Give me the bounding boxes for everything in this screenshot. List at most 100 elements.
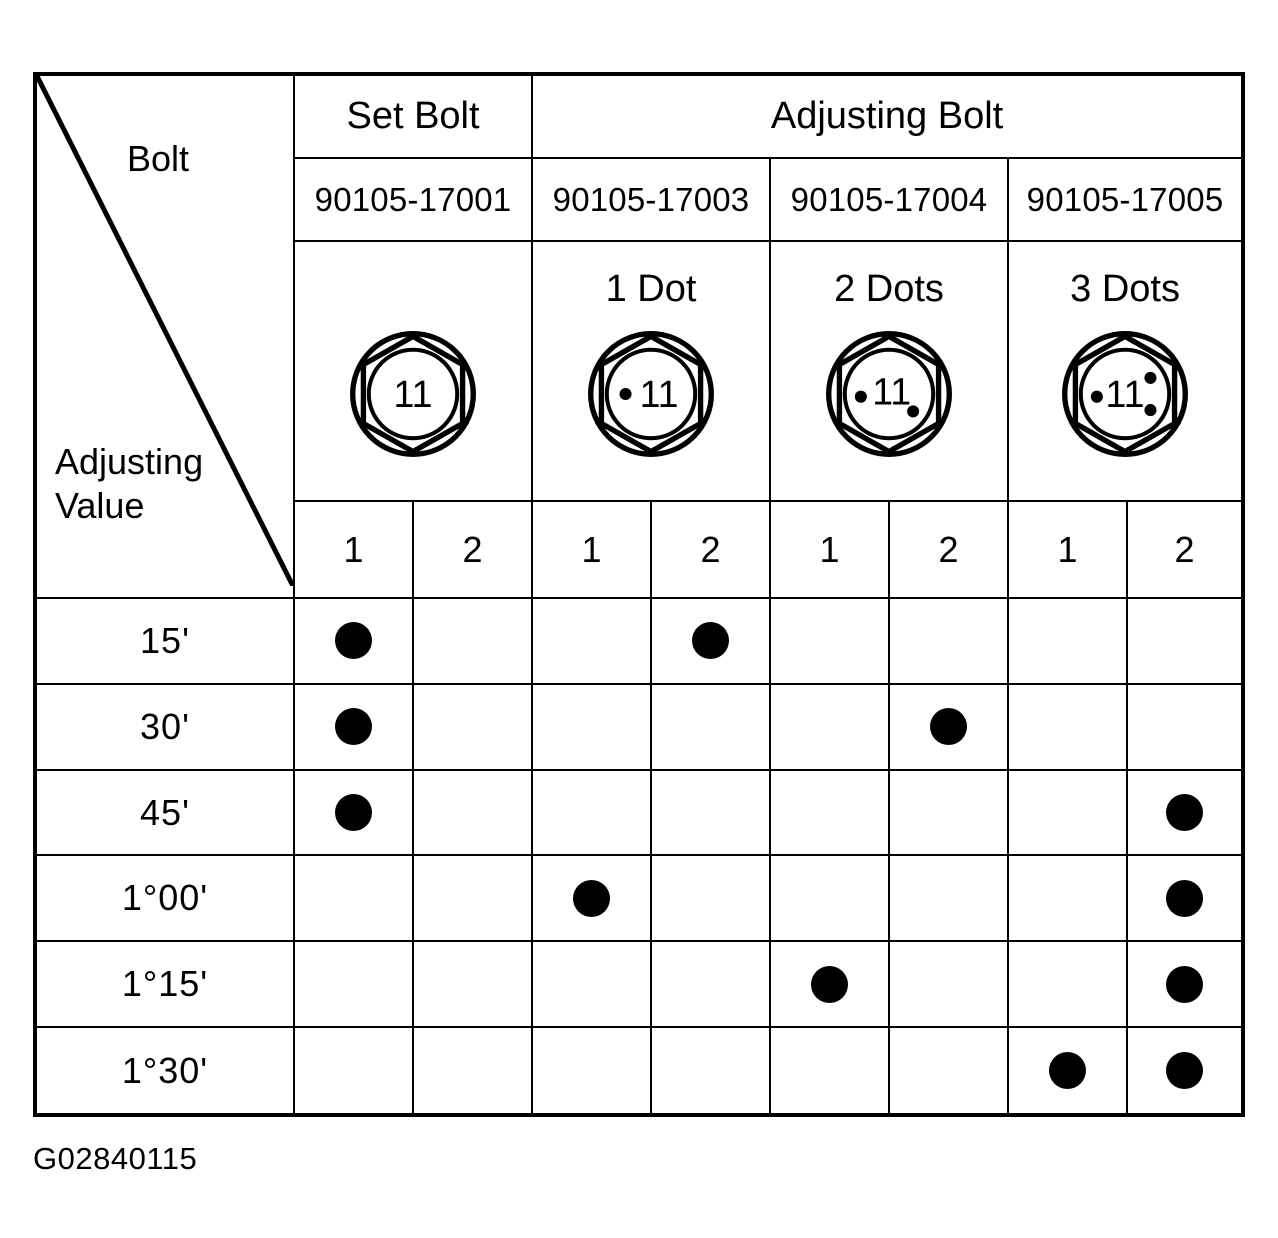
cell[interactable] bbox=[1126, 597, 1245, 685]
cell[interactable] bbox=[1007, 768, 1129, 857]
cell[interactable] bbox=[1007, 854, 1129, 943]
svg-text:11: 11 bbox=[394, 373, 433, 415]
selection-dot bbox=[335, 708, 372, 746]
cell[interactable] bbox=[650, 854, 772, 943]
table-row: 1°00' bbox=[34, 854, 1245, 943]
subcolumn-header-2: 2 bbox=[411, 500, 534, 599]
cell[interactable] bbox=[1007, 940, 1129, 1029]
row-label: 15' bbox=[34, 597, 295, 685]
subcolumn-header-5: 1 bbox=[769, 500, 891, 599]
group-header-set-bolt: Set Bolt bbox=[292, 73, 534, 159]
subcolumn-header-8: 2 bbox=[1126, 500, 1245, 599]
selection-dot bbox=[811, 965, 849, 1003]
cell[interactable] bbox=[769, 597, 891, 685]
cell[interactable] bbox=[650, 1026, 772, 1116]
svg-text:11: 11 bbox=[640, 373, 679, 415]
cell[interactable] bbox=[411, 682, 534, 771]
cell[interactable] bbox=[769, 1026, 891, 1116]
selection-dot bbox=[1166, 1052, 1204, 1090]
row-label: 30' bbox=[34, 682, 295, 771]
part-number-90105-17001: 90105-17001 bbox=[292, 157, 534, 242]
cell[interactable] bbox=[650, 597, 772, 685]
row-axis-label: Adjusting Value bbox=[55, 441, 204, 526]
selection-dot bbox=[1166, 965, 1204, 1003]
header-partnumber-row: 90105-17001 90105-17003 90105-17004 9010… bbox=[35, 157, 1245, 242]
selection-dot bbox=[335, 622, 372, 660]
bolt-head-cell-0: 11 bbox=[292, 240, 534, 502]
cell[interactable] bbox=[293, 854, 414, 943]
cell[interactable] bbox=[888, 1026, 1010, 1116]
table-row: 30' bbox=[34, 682, 1245, 771]
cell[interactable] bbox=[293, 1026, 414, 1116]
bolt-head-cell-2: 2 Dots 11 bbox=[769, 240, 1010, 502]
figure-caption: G02840115 bbox=[33, 1141, 198, 1176]
cell[interactable] bbox=[888, 854, 1010, 943]
bolt-head-caption-3: 3 Dots bbox=[1070, 268, 1180, 310]
cell[interactable] bbox=[531, 768, 653, 857]
cell[interactable] bbox=[411, 854, 534, 943]
cell[interactable] bbox=[411, 597, 534, 685]
cell[interactable] bbox=[888, 768, 1010, 857]
part-number-90105-17004: 90105-17004 bbox=[769, 157, 1010, 242]
cell[interactable] bbox=[1126, 768, 1245, 857]
cell[interactable] bbox=[1126, 682, 1245, 771]
selection-dot bbox=[1166, 794, 1204, 832]
bolt-head-icon-0-dots: 11 bbox=[346, 327, 480, 461]
cell[interactable] bbox=[531, 854, 653, 943]
part-number-90105-17005: 90105-17005 bbox=[1007, 157, 1245, 242]
cell[interactable] bbox=[411, 768, 534, 857]
cell[interactable] bbox=[1126, 1026, 1245, 1116]
cell[interactable] bbox=[1126, 854, 1245, 943]
header-group-row: Bolt Adjusting Value Set Bolt Adjusting … bbox=[34, 73, 1245, 599]
cell[interactable] bbox=[1007, 1026, 1129, 1116]
cell[interactable] bbox=[293, 682, 414, 771]
part-number-90105-17003: 90105-17003 bbox=[531, 157, 772, 242]
cell[interactable] bbox=[293, 940, 414, 1029]
cell[interactable] bbox=[888, 940, 1010, 1029]
selection-dot bbox=[335, 794, 372, 832]
cell[interactable] bbox=[1007, 597, 1129, 685]
selection-dot bbox=[573, 879, 611, 917]
cell[interactable] bbox=[769, 854, 891, 943]
cell[interactable] bbox=[1007, 682, 1129, 771]
svg-text:11: 11 bbox=[1106, 373, 1145, 415]
selection-dot bbox=[930, 708, 968, 746]
selection-dot bbox=[1049, 1052, 1087, 1090]
header-subcolumn-row: 1 2 1 2 1 2 1 2 bbox=[35, 500, 1245, 599]
cell[interactable] bbox=[293, 597, 414, 685]
cell[interactable] bbox=[769, 768, 891, 857]
bolt-head-icon-3-dots: 11 bbox=[1058, 327, 1192, 461]
cell[interactable] bbox=[293, 768, 414, 857]
cell[interactable] bbox=[650, 682, 772, 771]
cell[interactable] bbox=[531, 682, 653, 771]
group-header-adjusting-bolt: Adjusting Bolt bbox=[531, 73, 1245, 159]
cell[interactable] bbox=[888, 597, 1010, 685]
cell[interactable] bbox=[411, 940, 534, 1029]
cell[interactable] bbox=[769, 682, 891, 771]
subcolumn-header-4: 2 bbox=[650, 500, 772, 599]
subcolumn-header-7: 1 bbox=[1007, 500, 1129, 599]
selection-dot bbox=[1166, 879, 1204, 917]
column-axis-label: Bolt bbox=[126, 138, 190, 179]
row-label: 1°15' bbox=[34, 940, 295, 1029]
cell[interactable] bbox=[531, 940, 653, 1029]
cell[interactable] bbox=[531, 597, 653, 685]
bolt-head-caption-1: 1 Dot bbox=[605, 268, 697, 310]
bolt-head-icon-1-dots: 11 bbox=[584, 327, 718, 461]
table-row: 15' bbox=[34, 597, 1245, 685]
cell[interactable] bbox=[531, 1026, 653, 1116]
bolt-head-cell-1: 1 Dot 11 bbox=[531, 240, 772, 502]
corner-header-cell: Bolt Adjusting Value bbox=[34, 73, 295, 599]
bolt-adjusting-table: Bolt Adjusting Value Set Bolt Adjusting … bbox=[33, 72, 1246, 1117]
cell[interactable] bbox=[769, 940, 891, 1029]
cell[interactable] bbox=[411, 1026, 534, 1116]
cell[interactable] bbox=[650, 768, 772, 857]
cell[interactable] bbox=[888, 682, 1010, 771]
cell[interactable] bbox=[1126, 940, 1245, 1029]
header-bolthead-row: 11 1 Dot 11 bbox=[35, 240, 1245, 502]
table-row: 1°30' bbox=[34, 1026, 1245, 1116]
table-row: 1°15' bbox=[34, 940, 1245, 1029]
cell[interactable] bbox=[650, 940, 772, 1029]
bolt-head-caption-2: 2 Dots bbox=[834, 268, 944, 310]
subcolumn-header-6: 2 bbox=[888, 500, 1010, 599]
